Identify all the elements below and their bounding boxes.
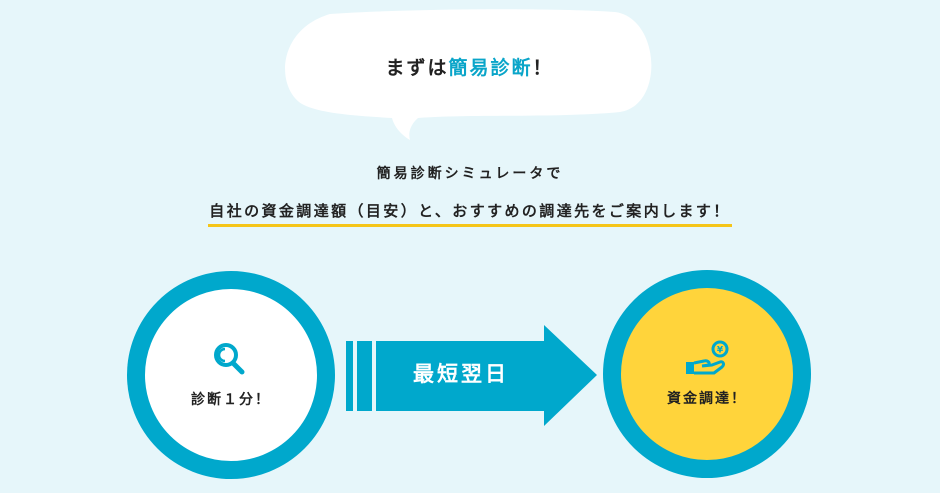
arrow-right-icon (346, 325, 597, 426)
bubble-heading-suffix: ！ (532, 57, 554, 79)
arrow-label: 最短翌日 (413, 362, 509, 386)
svg-text:¥: ¥ (717, 346, 724, 356)
step-circle-funding: ¥ 資金調達！ (603, 270, 811, 478)
intro-text-line1: 簡易診断シミュレータで (376, 166, 564, 182)
intro-text-line2: 自社の資金調達額（目安）と、おすすめの調達先をご案内します！ (208, 200, 732, 227)
step-label-diagnosis: 診断１分！ (191, 392, 271, 408)
bubble-heading-prefix: まずは (385, 57, 449, 79)
step-circle-diagnosis: 診断１分！ (127, 271, 335, 479)
magnifier-icon (211, 341, 251, 383)
step-label-funding: 資金調達！ (667, 391, 747, 407)
hand-yen-coin-icon: ¥ (682, 340, 732, 382)
bubble-heading-highlight: 簡易診断 (448, 57, 533, 79)
bubble-heading: まずは簡易診断！ (284, 53, 655, 80)
intro-text-line2-wrap: 自社の資金調達額（目安）と、おすすめの調達先をご案内します！ (208, 200, 732, 227)
